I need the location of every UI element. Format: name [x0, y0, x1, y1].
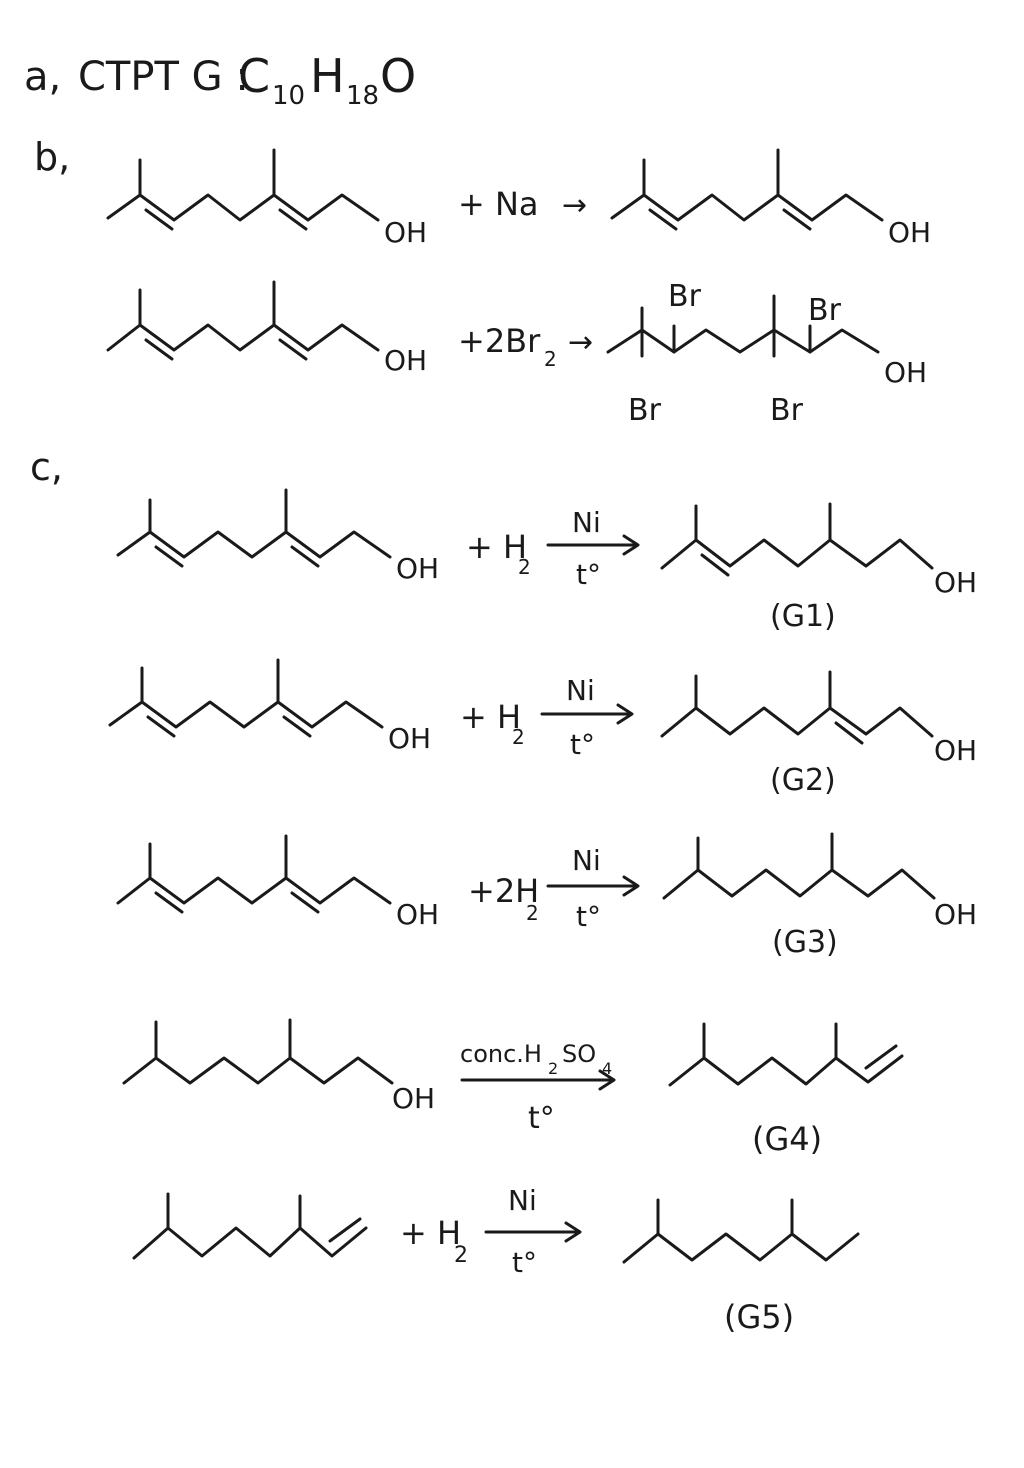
- condition-acid-sub2: 4: [602, 1059, 612, 1078]
- reactant-oh-label: OH: [396, 552, 439, 585]
- reagent-2h2: +2H: [468, 872, 539, 910]
- condition-acid-sub: 2: [548, 1059, 558, 1078]
- condition-catalyst: Ni: [572, 506, 601, 539]
- reagent-h2-sub: 2: [512, 725, 525, 749]
- condition-temperature: t°: [570, 728, 595, 761]
- formula-h-sub: 18: [346, 81, 379, 111]
- g3-reactant-structure: [122, 1018, 394, 1085]
- reaction-c1: OH + H 2 Ni t° OH (G1): [116, 488, 977, 634]
- part-a-text: CTPT G :: [78, 54, 249, 100]
- reaction-c4: OH conc.H 2 SO 4 t° (G4): [122, 1018, 904, 1158]
- product-oh-label: OH: [934, 566, 977, 599]
- product-oh-label: OH: [884, 356, 927, 389]
- part-a-label: a,: [24, 54, 61, 100]
- condition-temperature: t°: [528, 1101, 555, 1136]
- g3-structure: [662, 832, 936, 900]
- part-c-label: c,: [30, 445, 63, 489]
- reagent-2h2-sub: 2: [526, 901, 539, 925]
- reaction-arrow: →: [568, 325, 593, 360]
- product-oh-label: OH: [934, 734, 977, 767]
- condition-temperature: t°: [576, 558, 601, 591]
- g1-structure: [660, 502, 934, 577]
- reagent-br2: +2Br: [458, 322, 541, 360]
- reactant-oh-label: OH: [396, 898, 439, 931]
- condition-catalyst: Ni: [508, 1184, 537, 1217]
- reactant-oh-label: OH: [384, 344, 427, 377]
- geraniol-structure: [106, 148, 380, 231]
- product-oh-label: OH: [934, 898, 977, 931]
- reactant-oh-label: OH: [384, 216, 427, 249]
- geraniol-structure: [108, 658, 384, 738]
- reaction-arrow: →: [562, 188, 587, 223]
- reagent-h2: + H: [466, 528, 527, 566]
- br-label-top-right: Br: [808, 293, 842, 328]
- reaction-b1: OH + Na → OH: [106, 148, 931, 249]
- product-structure: [610, 148, 884, 231]
- reagent-br2-sub: 2: [544, 347, 557, 371]
- formula-c-sub: 10: [272, 81, 305, 111]
- g5-structure: [622, 1198, 860, 1264]
- part-a: a, CTPT G : C 10 H 18 O: [24, 49, 416, 111]
- product-name-g5: (G5): [724, 1298, 794, 1336]
- g4-reactant-structure: [132, 1192, 368, 1260]
- condition-acid-rest: SO: [562, 1040, 596, 1068]
- part-b-label: b,: [34, 135, 70, 179]
- formula-o: O: [380, 49, 416, 103]
- br-label-bottom-left: Br: [628, 393, 662, 428]
- reagent-h2-sub: 2: [518, 555, 531, 579]
- tetrabromo-product-structure: [606, 294, 880, 358]
- condition-temperature: t°: [512, 1246, 537, 1279]
- condition-catalyst: Ni: [566, 674, 595, 707]
- reaction-c3: OH +2H 2 Ni t° OH (G3): [116, 832, 977, 960]
- g2-structure: [660, 670, 934, 745]
- reagent-h2: + H: [460, 698, 521, 736]
- reagent-na: + Na: [458, 185, 539, 223]
- geraniol-structure: [116, 834, 392, 914]
- reaction-c2: OH + H 2 Ni t° OH (G2): [108, 658, 977, 798]
- product-name-g3: (G3): [772, 925, 838, 960]
- reactant-oh-label: OH: [388, 722, 431, 755]
- product-name-g1: (G1): [770, 599, 836, 634]
- condition-catalyst: Ni: [572, 844, 601, 877]
- formula-c: C: [238, 49, 270, 103]
- reactant-oh-label: OH: [392, 1082, 435, 1115]
- condition-acid: conc.H: [460, 1040, 542, 1068]
- br-label-bottom-right: Br: [770, 393, 804, 428]
- g4-structure: [668, 1022, 904, 1087]
- formula-h: H: [310, 49, 345, 103]
- reaction-c5: + H 2 Ni t° (G5): [132, 1184, 860, 1336]
- geraniol-structure: [106, 280, 380, 361]
- br-label-top-left: Br: [668, 279, 702, 314]
- reagent-h2-sub: 2: [454, 1243, 468, 1268]
- condition-temperature: t°: [576, 900, 601, 933]
- product-oh-label: OH: [888, 216, 931, 249]
- reagent-h2: + H: [400, 1214, 461, 1252]
- reaction-b2: OH +2Br 2 → Br Br Br Br OH: [106, 279, 927, 428]
- product-name-g4: (G4): [752, 1120, 822, 1158]
- geraniol-structure: [116, 488, 392, 568]
- product-name-g2: (G2): [770, 763, 836, 798]
